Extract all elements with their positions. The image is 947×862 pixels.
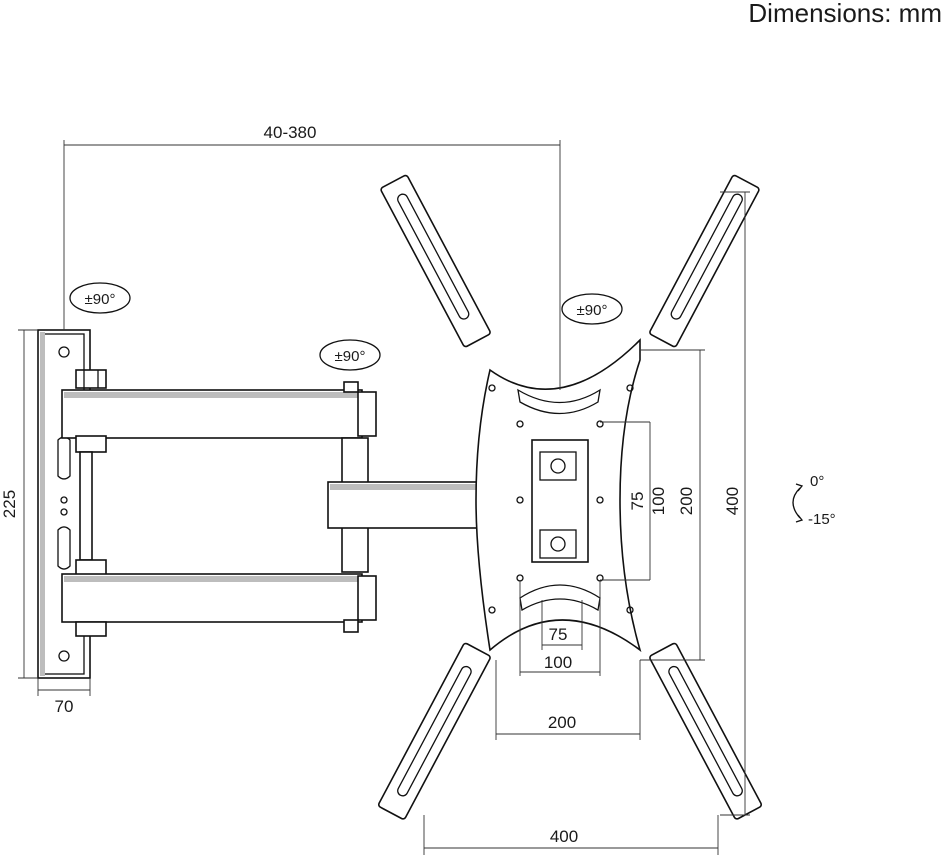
tilt-arc-icon — [792, 487, 801, 519]
dim-arm-extension: 40-380 — [63, 123, 561, 390]
vesa-v-200-label: 200 — [677, 487, 696, 515]
dim-vesa-horizontal: 75 100 200 400 — [423, 580, 719, 855]
head-swivel-label: ±90° — [577, 302, 608, 319]
vesa-bracket — [378, 174, 762, 820]
tilt-up-label: 0° — [810, 473, 824, 490]
vesa-h-400-label: 400 — [550, 827, 578, 846]
tilt-arrow-down-icon — [795, 514, 804, 523]
tilt-arrow-up-icon — [795, 483, 804, 492]
arm-extension-label: 40-380 — [264, 123, 317, 142]
tilt-down-label: -15° — [808, 511, 836, 528]
vesa-v-100-label: 100 — [649, 487, 668, 515]
wall-swivel-indicator: ±90° — [69, 282, 131, 314]
dim-wall-plate-height: 225 — [0, 329, 38, 679]
wall-plate-depth-label: 70 — [55, 697, 74, 716]
vesa-v-400-label: 400 — [723, 487, 742, 515]
wall-plate-height-label: 225 — [0, 490, 19, 518]
vesa-h-100-label: 100 — [544, 653, 572, 672]
vesa-h-200-label: 200 — [548, 713, 576, 732]
arm-swivel-indicator: ±90° — [319, 339, 381, 371]
lower-support-arms — [61, 369, 507, 637]
vesa-v-75-label: 75 — [628, 492, 647, 511]
units-label: Dimensions: mm — [748, 0, 942, 28]
arm-swivel-label: ±90° — [335, 348, 366, 365]
dim-wall-plate-depth: 70 — [37, 678, 91, 716]
head-swivel-indicator: ±90° — [561, 293, 623, 325]
wall-swivel-label: ±90° — [85, 291, 116, 308]
vesa-h-75-label: 75 — [549, 625, 568, 644]
dim-vesa-vertical: 75 100 200 400 — [600, 191, 750, 816]
tilt-indicator: 0° -15° — [792, 473, 836, 528]
